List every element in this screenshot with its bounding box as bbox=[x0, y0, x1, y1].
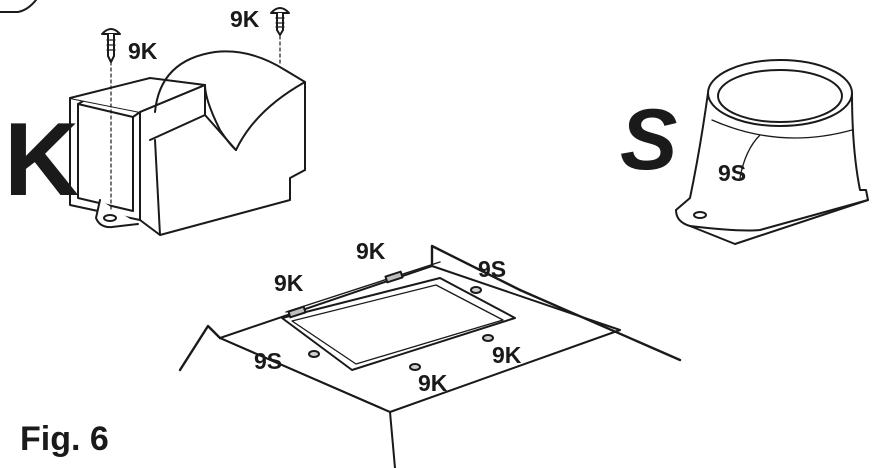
label-plate-top: 9K bbox=[356, 238, 386, 264]
label-plate-bottom: 9K bbox=[418, 370, 448, 396]
part-k-letter: K bbox=[4, 102, 80, 218]
part-s-letter: S bbox=[620, 92, 678, 188]
label-plate-left: 9K bbox=[274, 270, 304, 296]
figure-caption: Fig. 6 bbox=[20, 420, 109, 458]
screw-icon bbox=[270, 7, 290, 36]
screw-icon bbox=[101, 28, 121, 63]
label-plate-bottom-left-s: 9S bbox=[254, 348, 283, 374]
label-k-screw-right: 9K bbox=[230, 6, 260, 32]
label-s-part: 9S bbox=[718, 160, 747, 186]
part-s-collar bbox=[675, 59, 869, 245]
corner-fragment bbox=[0, 0, 37, 13]
label-plate-bottom-right: 9K bbox=[492, 342, 522, 368]
label-plate-right-s: 9S bbox=[478, 256, 507, 282]
hood-plate bbox=[178, 244, 682, 468]
part-k-duct bbox=[69, 29, 306, 236]
label-k-screw-left: 9K bbox=[128, 38, 158, 64]
